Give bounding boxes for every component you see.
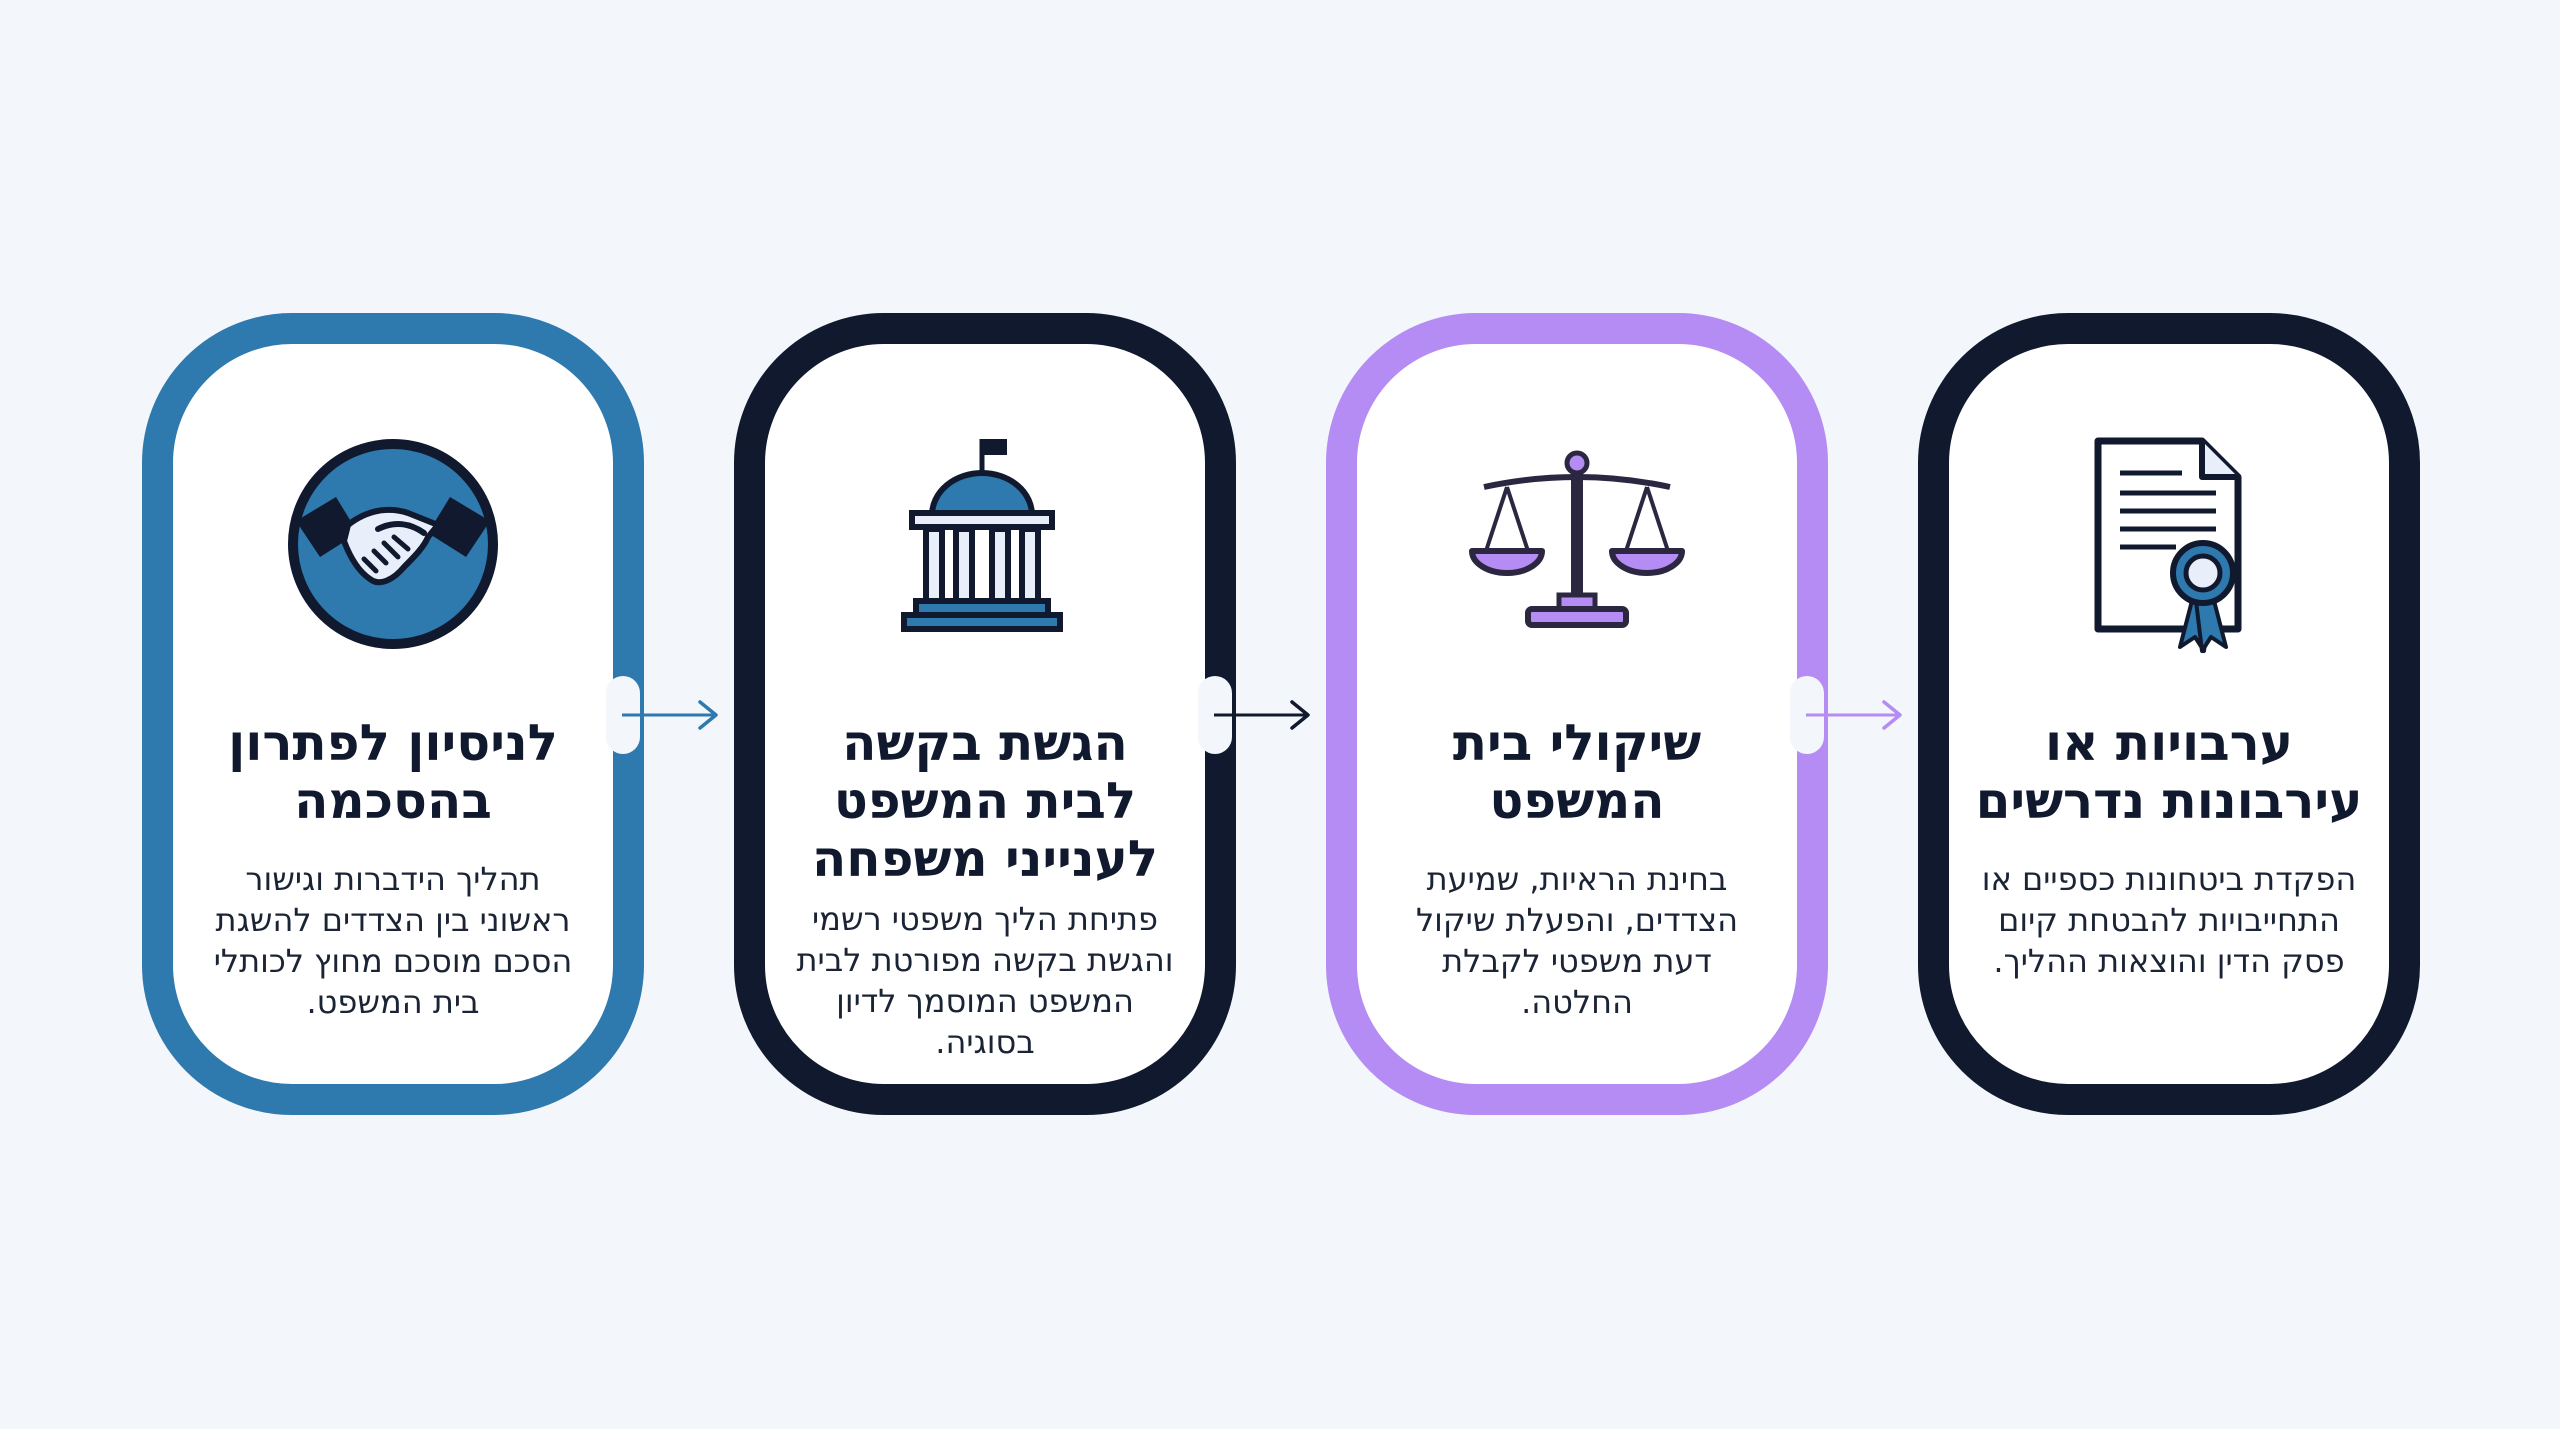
step-description: תהליך הידברות וגישור ראשוני בין הצדדים ל…: [213, 860, 573, 1021]
step-title: שיקולי בית המשפט: [1452, 714, 1702, 830]
step-card-court-considerations: שיקולי בית המשפט בחינת הראיות, שמיעת הצד…: [1326, 313, 1828, 1115]
step-card-court-petition: הגשת בקשה לבית המשפט לענייני משפחה פתיחת…: [734, 313, 1236, 1115]
connector-arrow: [1806, 697, 1906, 733]
handshake-icon: [278, 429, 508, 659]
connector-arrow: [622, 697, 722, 733]
step-description: בחינת הראיות, שמיעת הצדדים, והפעלת שיקול…: [1415, 860, 1739, 1021]
step-card-settlement: לניסיון לפתרון בהסכמה תהליך הידברות וגיש…: [142, 313, 644, 1115]
step-description: פתיחת הליך משפטי רשמי והגשת בקשה מפורטת …: [796, 900, 1174, 1061]
step-title: הגשת בקשה לבית המשפט לענייני משפחה: [811, 714, 1159, 888]
step-title: ערבויות או עירבונות נדרשים: [1975, 714, 2363, 830]
step-description: הפקדת ביטחונות כספיים או התחייבויות להבט…: [1981, 860, 2357, 980]
step-title: לניסיון לפתרון בהסכמה: [228, 714, 558, 830]
connector-arrow: [1214, 697, 1314, 733]
step-card-guarantees: ערבויות או עירבונות נדרשים הפקדת ביטחונו…: [1918, 313, 2420, 1115]
scales-of-justice-icon: [1462, 429, 1692, 659]
certificate-icon: [2054, 429, 2284, 659]
courthouse-icon: [870, 429, 1100, 659]
